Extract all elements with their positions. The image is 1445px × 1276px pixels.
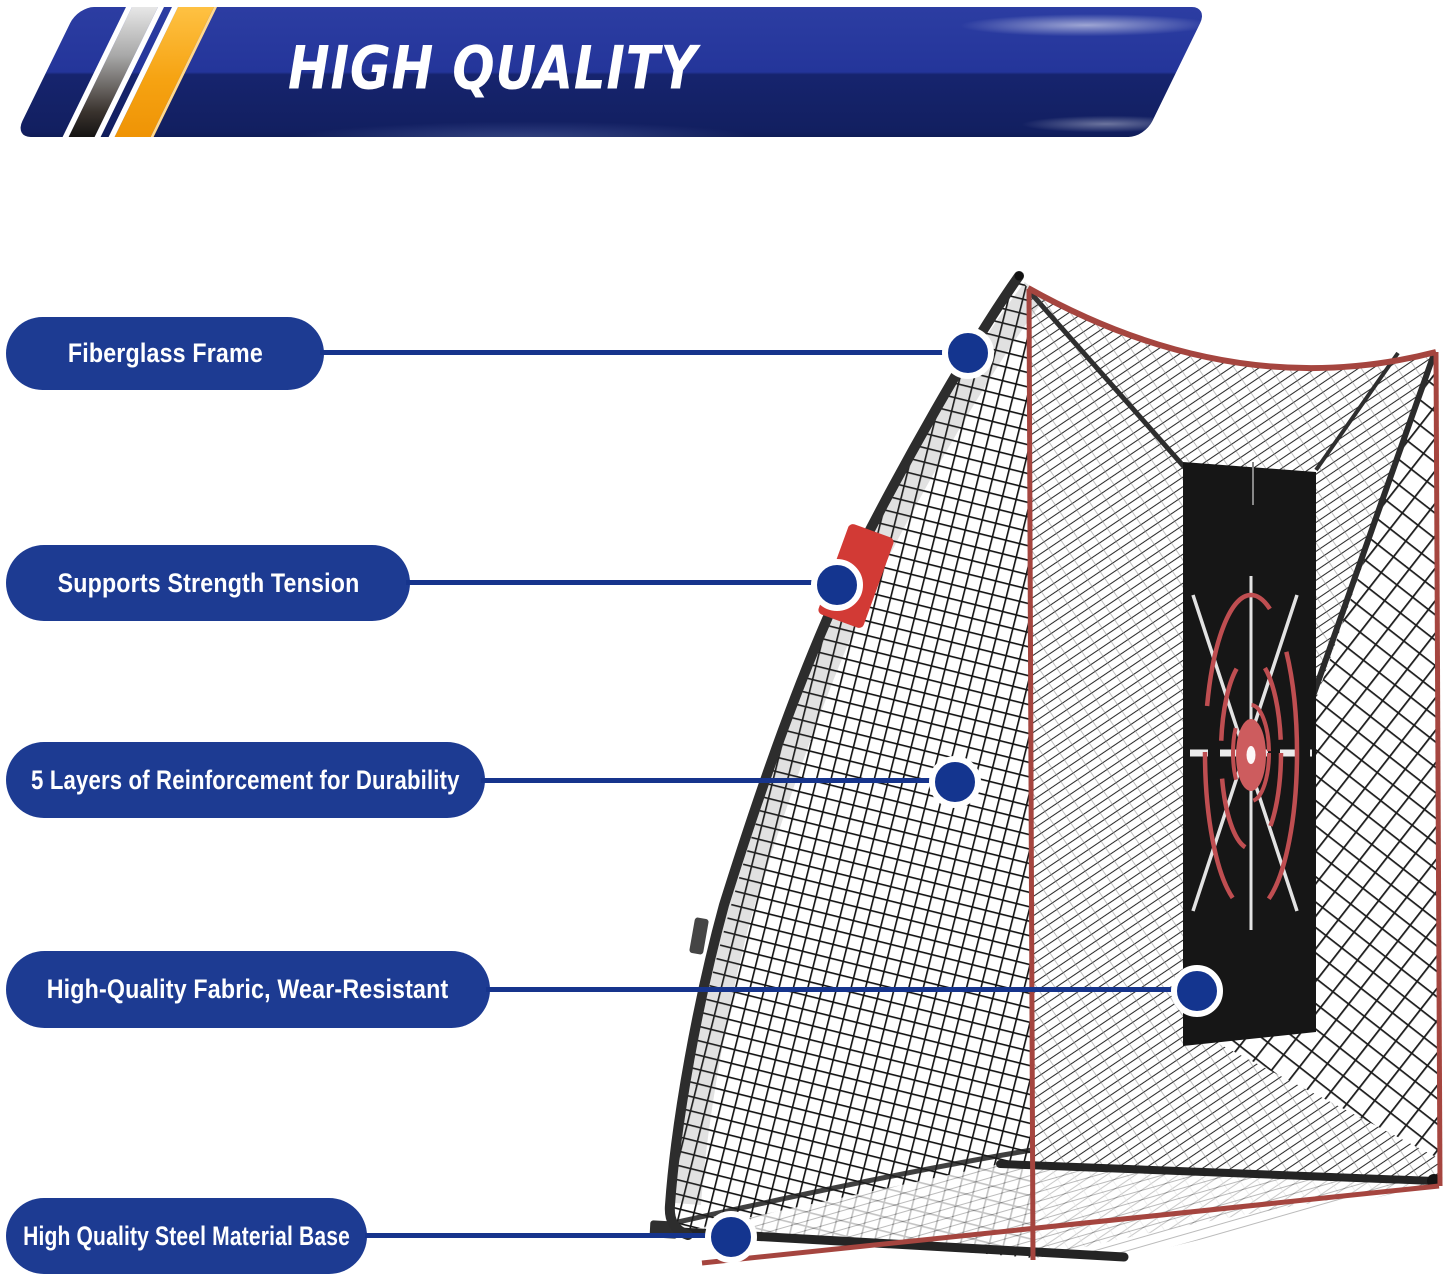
base-bar-back <box>996 1160 1438 1185</box>
net-fold-line <box>677 1147 1033 1225</box>
net-trim <box>701 285 1443 1266</box>
floor-net <box>680 1163 1437 1258</box>
bullseye-icon <box>1190 576 1312 930</box>
pole-joint <box>689 917 709 955</box>
side-net-wing <box>671 280 1046 1258</box>
target-panel <box>1183 462 1316 1046</box>
